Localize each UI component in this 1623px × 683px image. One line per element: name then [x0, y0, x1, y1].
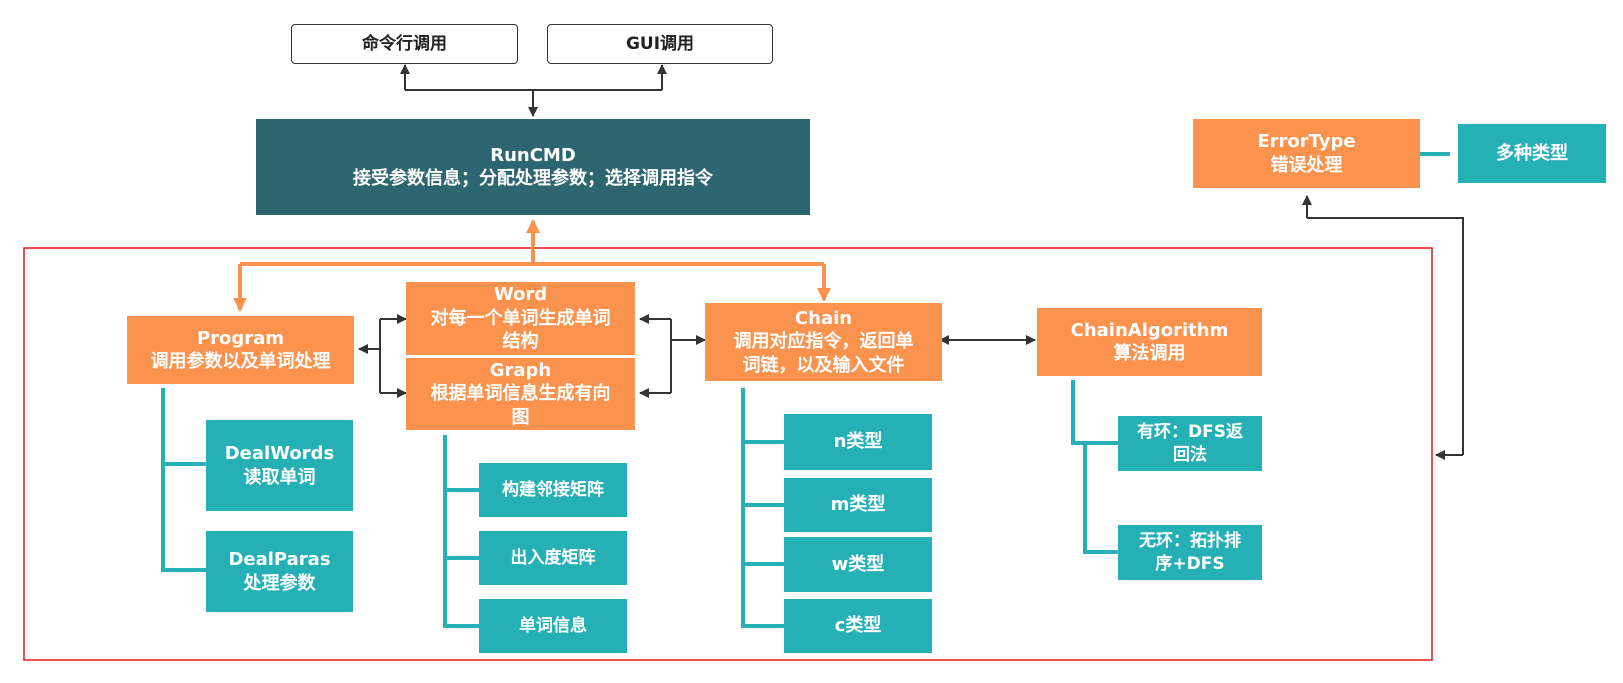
cli-invocation-box: 命令行调用 [291, 24, 518, 64]
errortype-title: ErrorType [1257, 131, 1356, 153]
dealwords-description: 读取单词 [243, 466, 316, 488]
program-node: Program 调用参数以及单词处理 [127, 316, 354, 384]
graph-description-line2: 图 [511, 406, 530, 428]
program-child-dealparas: DealParas 处理参数 [206, 531, 353, 612]
graph-node: Graph 根据单词信息生成有向 图 [406, 358, 635, 430]
cli-invocation-label: 命令行调用 [362, 33, 447, 54]
dealparas-description: 处理参数 [243, 572, 316, 594]
chain-child-n-type: n类型 [784, 414, 932, 470]
program-subtree-connector [161, 388, 206, 572]
program-description: 调用参数以及单词处理 [150, 351, 331, 372]
chain-child-n-label: n类型 [833, 431, 883, 453]
program-word-graph-connector [358, 314, 407, 398]
dealparas-title: DealParas [228, 549, 331, 571]
runcmd-description: 接受参数信息；分配处理参数；选择调用指令 [353, 168, 713, 189]
chain-child-c-type: c类型 [784, 599, 932, 653]
algorithm-child-acyclic: 无环：拓扑排 序+DFS [1118, 525, 1262, 580]
gui-invocation-box: GUI调用 [547, 24, 773, 64]
runcmd-bus-connector [233, 219, 831, 312]
graph-subtree-connector [443, 435, 479, 628]
chain-child-m-type: m类型 [784, 478, 932, 532]
chainalgorithm-node: ChainAlgorithm 算法调用 [1037, 308, 1262, 376]
word-title: Word [493, 284, 548, 306]
word-node: Word 对每一个单词生成单词 结构 [406, 282, 635, 355]
graph-child-word-info: 单词信息 [479, 599, 627, 653]
graph-child-degree-matrix: 出入度矩阵 [479, 531, 627, 585]
core-module-boundary [23, 247, 1433, 661]
chain-child-w-type: w类型 [784, 537, 932, 592]
errortype-child-label: 多种类型 [1496, 142, 1568, 164]
runcmd-node: RunCMD 接受参数信息；分配处理参数；选择调用指令 [256, 119, 810, 215]
chain-subtree-connector [741, 388, 784, 628]
algorithm-subtree-connector [1071, 380, 1118, 554]
chain-node: Chain 调用对应指令，返回单 词链，以及输入文件 [705, 303, 942, 381]
algorithm-acyclic-line1: 无环：拓扑排 [1139, 531, 1241, 552]
chainalgorithm-title: ChainAlgorithm [1070, 319, 1229, 341]
errortype-child-node: 多种类型 [1458, 124, 1606, 183]
graph-child-wordinfo-label: 单词信息 [519, 615, 587, 636]
errortype-description: 错误处理 [1270, 154, 1343, 176]
word-description-line2: 结构 [502, 331, 539, 353]
runcmd-title: RunCMD [490, 144, 576, 166]
chain-child-c-label: c类型 [834, 615, 882, 637]
word-description-line1: 对每一个单词生成单词 [430, 307, 611, 329]
chainalgorithm-description: 算法调用 [1113, 343, 1186, 364]
graph-child-degree-label: 出入度矩阵 [510, 547, 596, 568]
graph-description-line1: 根据单词信息生成有向 [430, 383, 611, 405]
errortype-node: ErrorType 错误处理 [1193, 119, 1420, 188]
chain-title: Chain [794, 307, 853, 329]
gui-invocation-label: GUI调用 [625, 33, 695, 54]
program-child-dealwords: DealWords 读取单词 [206, 420, 353, 511]
program-title: Program [196, 327, 285, 349]
errortype-core-connector [1302, 195, 1464, 460]
graph-child-adjacency-label: 构建邻接矩阵 [502, 479, 604, 500]
algorithm-acyclic-line2: 序+DFS [1155, 553, 1225, 574]
runcmd-to-invokers-connector [400, 64, 667, 117]
dealwords-title: DealWords [224, 443, 335, 465]
algorithm-child-cyclic: 有环：DFS返 回法 [1118, 416, 1262, 471]
graph-title: Graph [489, 359, 552, 381]
chain-child-w-label: w类型 [831, 553, 885, 575]
chain-child-m-label: m类型 [830, 494, 886, 516]
chain-description-line1: 调用对应指令，返回单 [733, 331, 914, 353]
algorithm-cyclic-line2: 回法 [1173, 444, 1207, 465]
graph-child-adjacency-matrix: 构建邻接矩阵 [479, 463, 627, 517]
algorithm-cyclic-line1: 有环：DFS返 [1137, 422, 1243, 443]
word-graph-chain-connector [639, 314, 706, 398]
chain-description-line2: 词链，以及输入文件 [742, 354, 905, 376]
